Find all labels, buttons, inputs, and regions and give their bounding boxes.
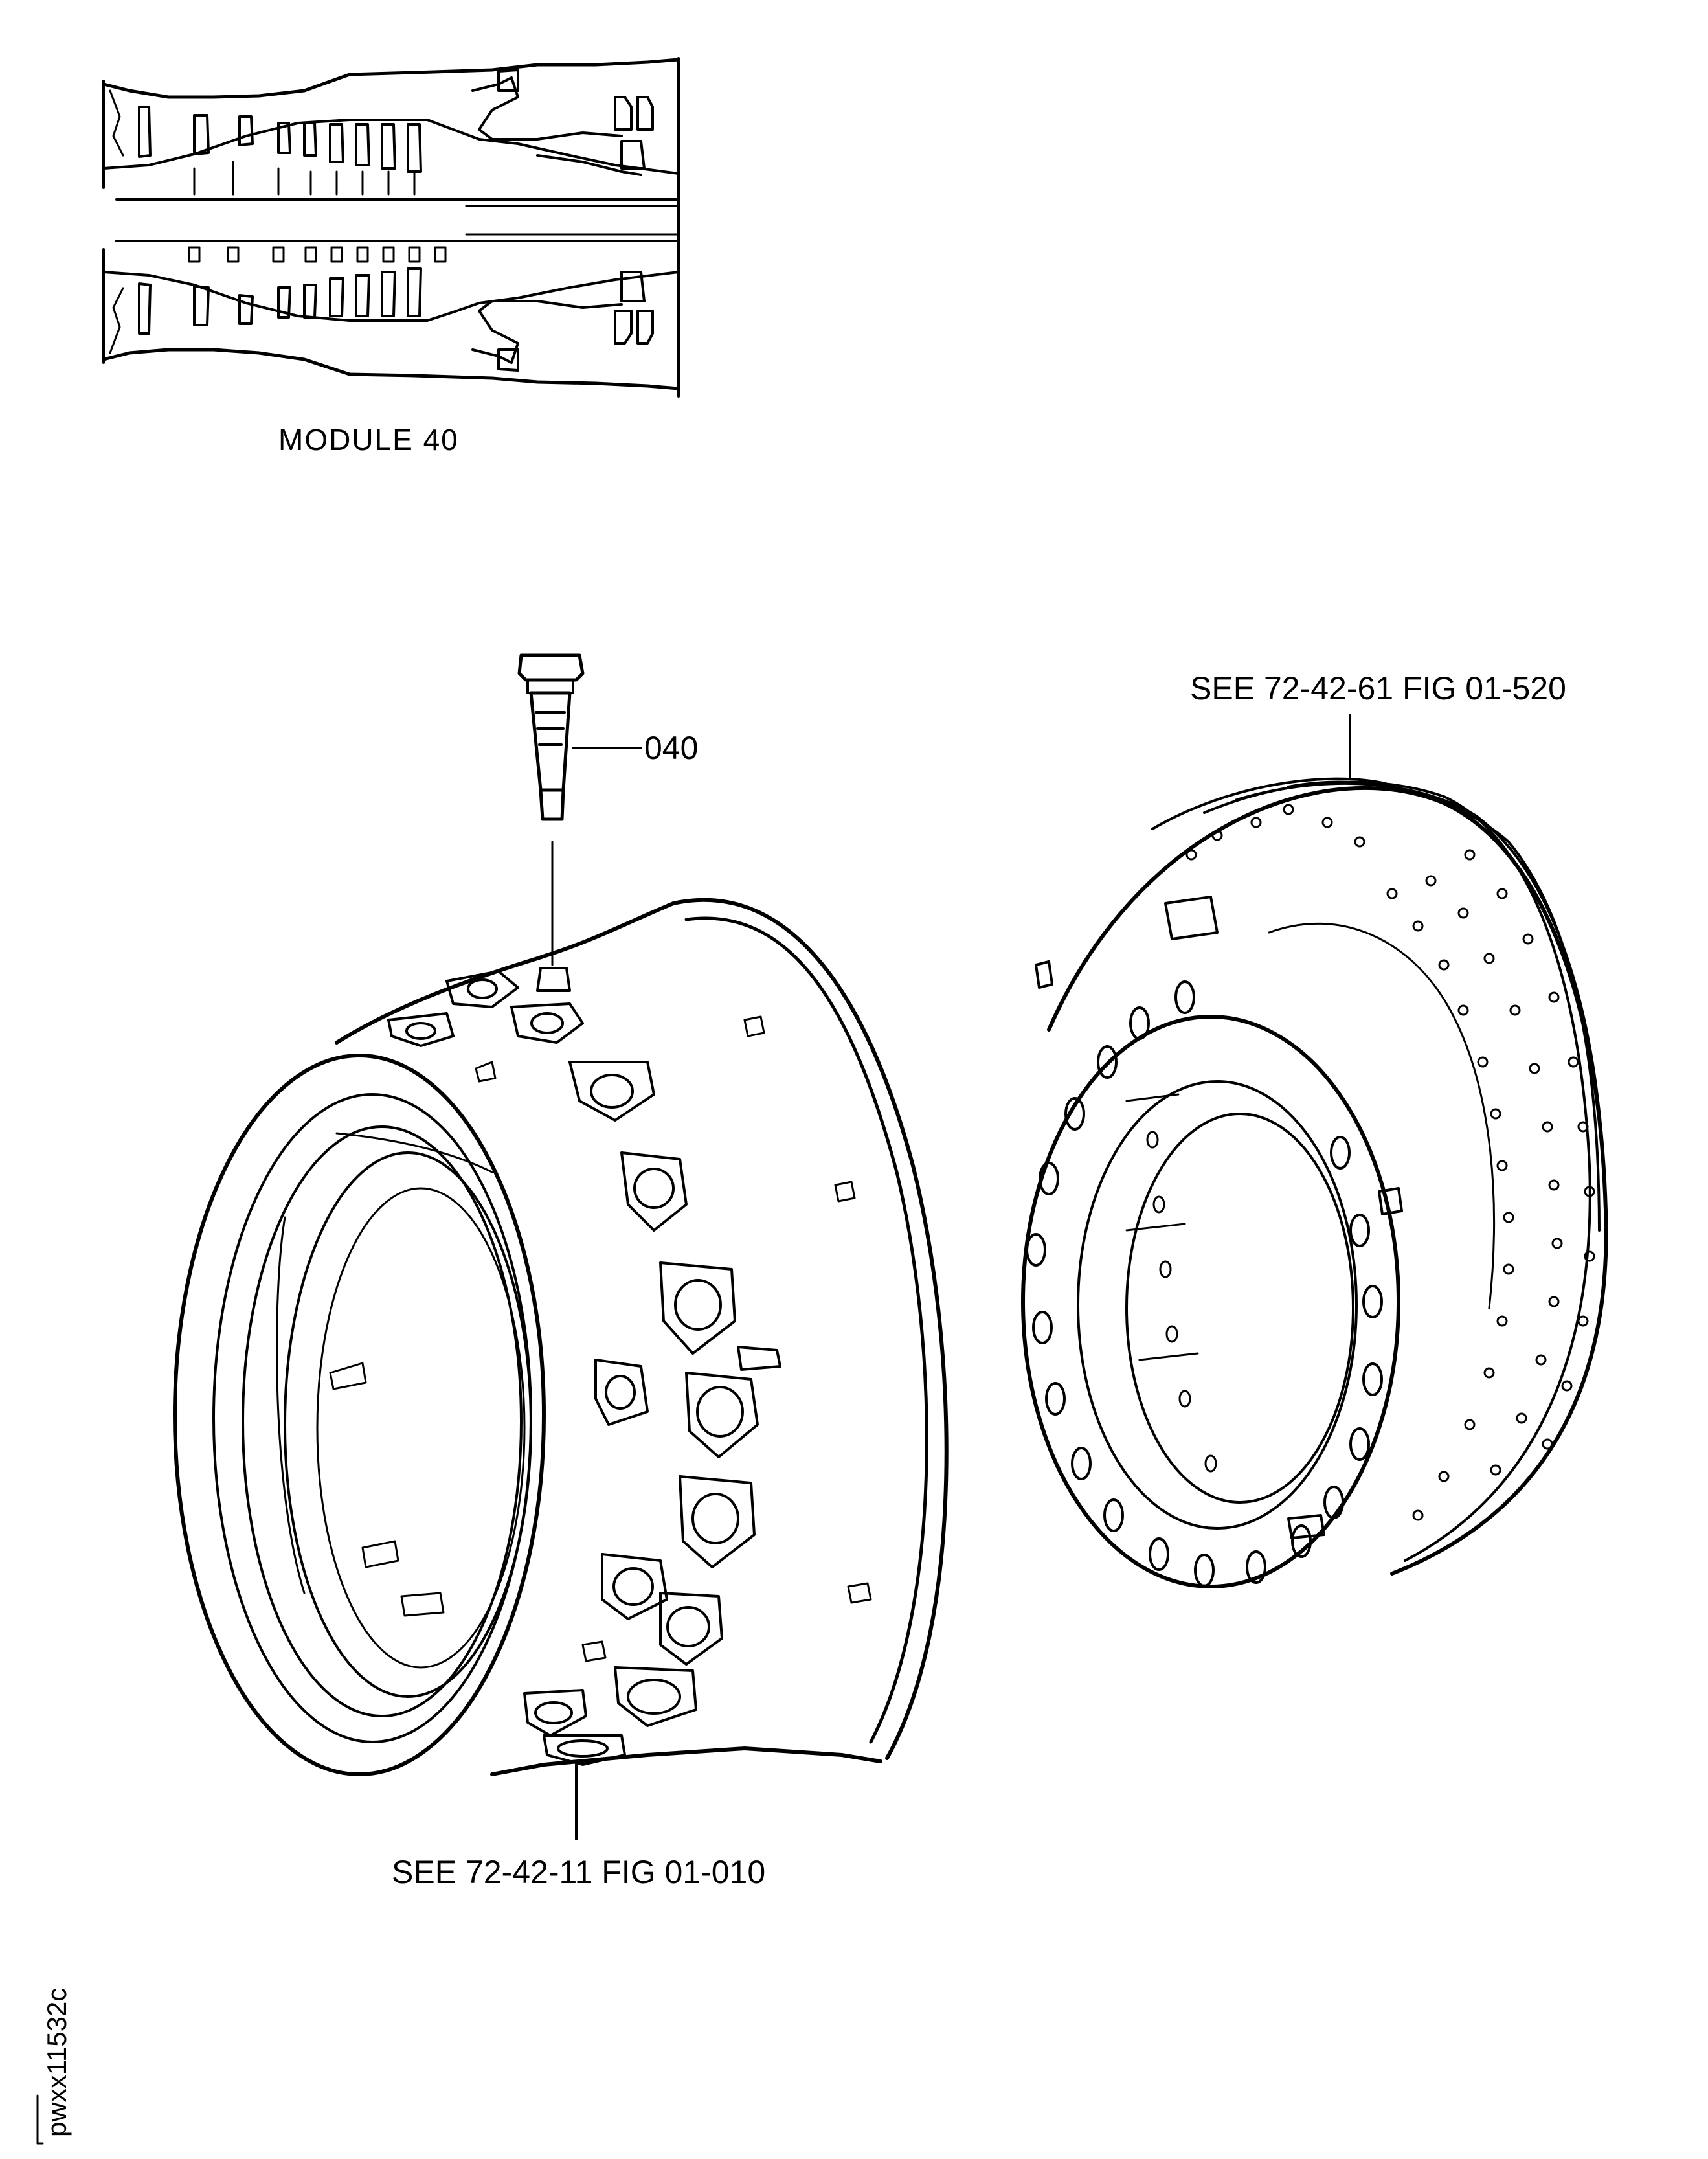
item-040-plug <box>517 653 585 966</box>
drawing-id: pwxx11532c <box>41 1988 72 2137</box>
turbine-ring-assembly <box>1021 777 1608 1588</box>
module-label: MODULE 40 <box>278 423 459 457</box>
ref-upper-right: SEE 72-42-61 FIG 01-520 <box>1190 670 1566 706</box>
combustor-case-assembly <box>173 898 949 1776</box>
callout-040: 040 <box>644 730 698 766</box>
ref-bottom: SEE 72-42-11 FIG 01-010 <box>392 1854 765 1890</box>
module-cross-section-inset <box>102 57 680 398</box>
